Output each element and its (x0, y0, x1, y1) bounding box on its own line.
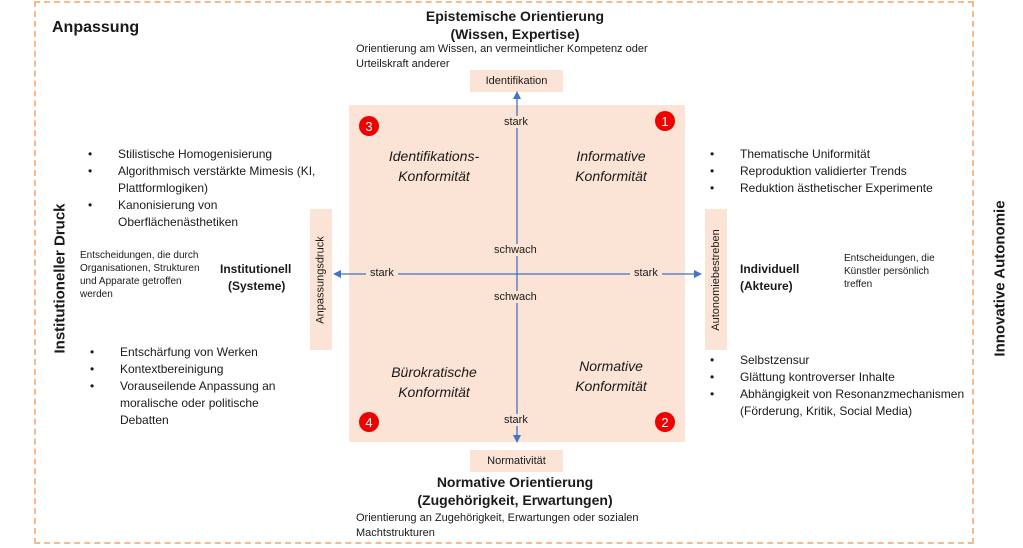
list-item: Abhängigkeit von Resonanzmechanismen (Fö… (708, 386, 970, 420)
normativity-tag: Normativität (470, 450, 563, 472)
list-item: Algorithmisch verstärkte Mimesis (KI, Pl… (86, 163, 326, 197)
bottom-heading: Normative Orientierung (Zugehörigkeit, E… (340, 473, 690, 509)
top-description: Orientierung am Wissen, an vermeintliche… (356, 43, 648, 70)
quadrant-bottom-left-label: Bürokratische Konformität (364, 362, 504, 402)
axis-label-center-lower: schwach (490, 291, 541, 303)
quadrant-badge-2: 2 (655, 412, 675, 432)
adaptation-pressure-label: Anpassungsdruck (315, 235, 328, 324)
left-bottom-bullets: Entschärfung von Werken Kontextbereinigu… (88, 344, 308, 429)
institutional-pressure-title: Institutioneller Druck (51, 203, 69, 354)
left-heading-line1: Institutionell (220, 262, 292, 276)
axis-label-bottom: stark (500, 414, 532, 426)
innovative-autonomy-title: Innovative Autonomie (991, 200, 1009, 357)
left-top-bullets: Stilistische Homogenisierung Algorithmis… (86, 146, 326, 231)
axis-label-right: stark (630, 267, 662, 279)
quadrant-top-left-line1: Identifikations- (388, 148, 480, 164)
list-item: Reduktion ästhetischer Experimente (708, 180, 968, 197)
top-heading: Epistemische Orientierung (Wissen, Exper… (340, 7, 690, 43)
list-item: Kontextbereinigung (88, 361, 308, 378)
left-description: Entscheidungen, die durch Organisationen… (80, 250, 200, 300)
list-item: Kanonisierung von Oberflächenästhetiken (86, 197, 326, 231)
top-heading-line1: Epistemische Orientierung (425, 8, 605, 24)
list-item: Thematische Uniformität (708, 146, 968, 163)
quadrant-top-right-line1: Informative (576, 148, 646, 164)
list-item: Reproduktion validierter Trends (708, 163, 968, 180)
right-heading-line1: Individuell (740, 262, 800, 276)
right-description: Entscheidungen, die Künstler persönlich … (844, 253, 935, 290)
right-heading-line2: (Akteure) (740, 279, 793, 293)
quadrant-badge-4: 4 (359, 412, 379, 432)
axis-label-center-upper: schwach (490, 244, 541, 256)
quadrant-badge-3: 3 (359, 116, 379, 136)
quadrant-bottom-left-line1: Bürokratische (391, 364, 477, 380)
quadrant-top-right-label: Informative Konformität (541, 146, 681, 186)
axis-label-top: stark (500, 116, 532, 128)
list-item: Stilistische Homogenisierung (86, 146, 326, 163)
identification-tag: Identifikation (470, 70, 563, 92)
top-heading-line2: (Wissen, Expertise) (450, 26, 580, 42)
left-heading-line2: (Systeme) (228, 279, 286, 293)
innovative-autonomy-title-wrap: Innovative Autonomie (900, 200, 1023, 356)
list-item: Glättung kontroverser Inhalte (708, 369, 970, 386)
adaptation-frame (34, 1, 974, 544)
quadrant-bottom-right-label: Normative Konformität (541, 356, 681, 396)
axis-label-left: stark (366, 267, 398, 279)
quadrant-badge-1: 1 (655, 111, 675, 131)
bottom-heading-line2: (Zugehörigkeit, Erwartungen) (417, 492, 613, 508)
list-item: Vorauseilende Anpassung an moralische od… (88, 378, 308, 429)
adaptation-pressure-tag: Anpassungsdruck (310, 209, 332, 350)
list-item: Selbstzensur (708, 352, 970, 369)
quadrant-bottom-right-line1: Normative (579, 358, 643, 374)
left-heading: Institutionell (Systeme) (220, 261, 300, 295)
bottom-heading-line1: Normative Orientierung (436, 474, 594, 490)
right-top-bullets: Thematische Uniformität Reproduktion val… (708, 146, 968, 197)
quadrant-top-right-line2: Konformität (575, 168, 647, 184)
right-bottom-bullets: Selbstzensur Glättung kontroverser Inhal… (708, 352, 970, 420)
quadrant-top-left-label: Identifikations- Konformität (364, 146, 504, 186)
diagram-title: Anpassung (52, 19, 140, 36)
list-item: Entschärfung von Werken (88, 344, 308, 361)
autonomy-striving-tag: Autonomiebestreben (705, 209, 727, 350)
bottom-description: Orientierung an Zugehörigkeit, Erwartung… (356, 512, 639, 539)
quadrant-top-left-line2: Konformität (398, 168, 470, 184)
autonomy-striving-label: Autonomiebestreben (710, 228, 723, 331)
right-heading: Individuell (Akteure) (740, 261, 820, 295)
quadrant-bottom-right-line2: Konformität (575, 378, 647, 394)
quadrant-bottom-left-line2: Konformität (398, 384, 470, 400)
